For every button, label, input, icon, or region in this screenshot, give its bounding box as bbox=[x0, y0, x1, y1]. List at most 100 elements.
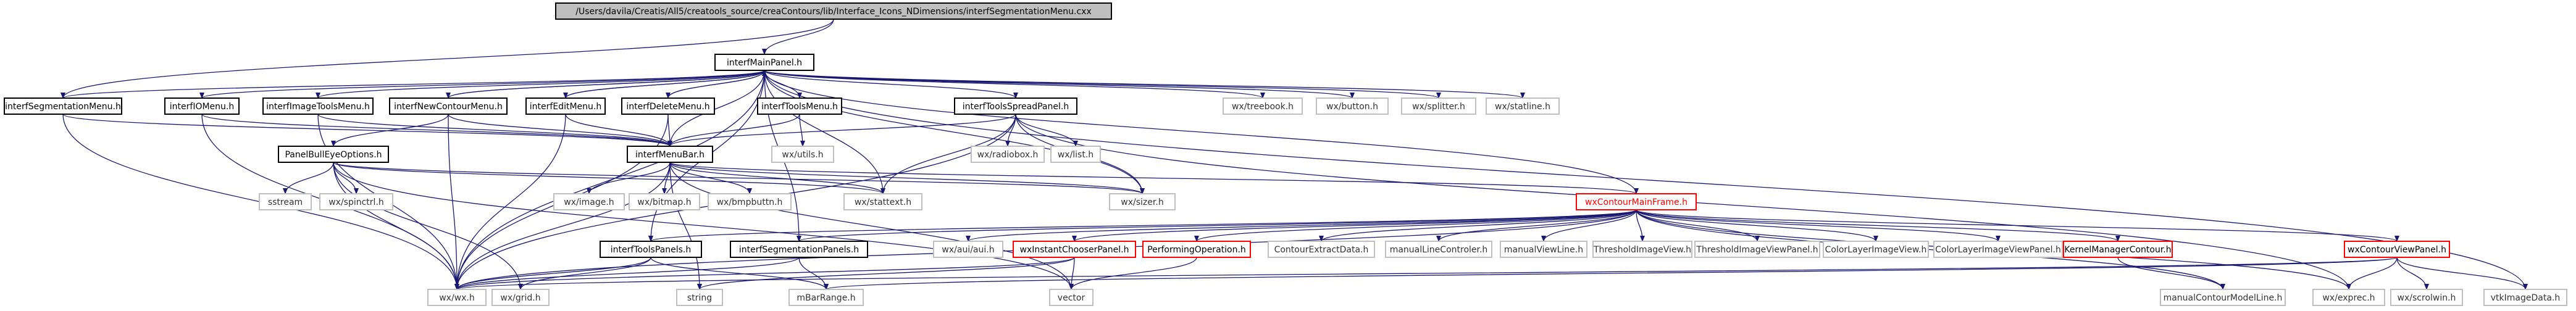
node-root[interactable]: /Users/davila/Creatis/All5/creatools_sou… bbox=[555, 2, 1112, 20]
node-interf-edit-menu[interactable]: interfEditMenu.h bbox=[525, 97, 606, 115]
node-interf-menu-bar[interactable]: interfMenuBar.h bbox=[627, 146, 713, 163]
edge-interf-new-contour-menu-to-interf-menu-bar bbox=[448, 114, 672, 147]
edge-root-to-interf-main-panel bbox=[762, 19, 834, 55]
node-wxsizer: wx/sizer.h bbox=[1109, 193, 1176, 210]
node-wx-contour-view-panel[interactable]: wxContourViewPanel.h bbox=[2344, 241, 2450, 258]
node-interf-segmentation-menu[interactable]: interfSegmentationMenu.h bbox=[4, 97, 122, 115]
node-performing-operation[interactable]: PerformingOperation.h bbox=[1142, 241, 1251, 258]
node-interf-delete-menu[interactable]: interfDeleteMenu.h bbox=[621, 97, 715, 115]
edge-wx-instant-chooser-panel-to-wxwx bbox=[454, 257, 1075, 290]
node-wximage: wx/image.h bbox=[553, 193, 625, 210]
node-box bbox=[788, 289, 864, 306]
node-box bbox=[164, 97, 240, 115]
edge-wx-contour-main-frame-to-wx-instant-chooser-panel bbox=[1072, 209, 1637, 242]
node-interf-tools-menu[interactable]: interfToolsMenu.h bbox=[757, 97, 842, 115]
node-interf-segmentation-panels[interactable]: interfSegmentationPanels.h bbox=[730, 241, 868, 258]
edge-wx-instant-chooser-panel-to-vector bbox=[1069, 257, 1075, 290]
node-wxtreebook: wx/treebook.h bbox=[1223, 97, 1303, 115]
node-label: wx/scrolwin.h bbox=[2398, 293, 2456, 303]
node-interf-tools-panels[interactable]: interfToolsPanels.h bbox=[600, 241, 702, 258]
node-wx-instant-chooser-panel[interactable]: wxInstantChooserPanel.h bbox=[1013, 241, 1136, 258]
edge-interf-edit-menu-to-wxwx bbox=[454, 114, 566, 290]
node-manual-view-line: manualViewLine.h bbox=[1500, 241, 1587, 258]
node-label: interfEditMenu.h bbox=[530, 102, 601, 112]
node-interf-iomenu[interactable]: interfIOMenu.h bbox=[164, 97, 240, 115]
node-box bbox=[730, 241, 868, 258]
node-box bbox=[757, 97, 842, 115]
edge-interf-main-panel-to-interf-segmentation-menu bbox=[61, 70, 765, 99]
edge-interf-tools-panels-to-wxgrid bbox=[518, 257, 651, 290]
edge-wx-contour-main-frame-to-color-layer-image-view-panel bbox=[1636, 209, 2001, 242]
node-box bbox=[714, 54, 814, 71]
node-label: KernelManagerContour.h bbox=[2064, 245, 2171, 255]
node-manual-contour-model-line: manualContourModelLine.h bbox=[2160, 289, 2286, 306]
node-kernel-manager-contour[interactable]: KernelManagerContour.h bbox=[2063, 241, 2173, 258]
node-box bbox=[525, 97, 606, 115]
edge-performing-operation-to-vector bbox=[1069, 257, 1197, 290]
node-wxbutton: wx/button.h bbox=[1316, 97, 1389, 115]
node-wxauiaui: wx/aui/aui.h bbox=[933, 241, 1003, 258]
edge-wx-contour-view-panel-to-vtk-image-data bbox=[2396, 257, 2528, 290]
edge-interf-menu-bar-to-wximage bbox=[587, 162, 671, 194]
node-interf-new-contour-menu[interactable]: interfNewContourMenu.h bbox=[389, 97, 508, 115]
node-wxsplitter: wx/splitter.h bbox=[1401, 97, 1476, 115]
node-box bbox=[676, 289, 723, 306]
edge-panel-bull-eye-options-to-wxsizer bbox=[333, 162, 1145, 194]
node-label: wxInstantChooserPanel.h bbox=[1020, 245, 1129, 255]
node-interf-image-tools-menu[interactable]: interfImageToolsMenu.h bbox=[262, 97, 374, 115]
node-box bbox=[2483, 289, 2567, 306]
node-label: wx/stattext.h bbox=[855, 197, 911, 207]
node-box bbox=[319, 193, 393, 210]
node-wxbmpbuttn: wx/bmpbuttn.h bbox=[708, 193, 792, 210]
node-box bbox=[1223, 97, 1303, 115]
edge-wx-instant-chooser-panel-to-string bbox=[697, 257, 1075, 290]
node-label: wx/treebook.h bbox=[1232, 102, 1294, 112]
edge-wx-contour-main-frame-to-interf-tools-panels bbox=[648, 209, 1637, 242]
node-label: wx/button.h bbox=[1326, 102, 1378, 112]
edge-interf-menu-bar-to-wx-contour-main-frame bbox=[669, 162, 1639, 194]
node-label: vtkImageData.h bbox=[2491, 293, 2560, 303]
node-label: PanelBullEyeOptions.h bbox=[285, 150, 382, 160]
node-label: PerformingOperation.h bbox=[1147, 245, 1246, 255]
node-label: interfDeleteMenu.h bbox=[626, 102, 709, 112]
node-box bbox=[1694, 241, 1820, 258]
node-label: interfSegmentationMenu.h bbox=[5, 102, 121, 112]
node-label: vector bbox=[1058, 293, 1085, 303]
node-box bbox=[1268, 241, 1375, 258]
edge-interf-segmentation-panels-to-wxwx bbox=[454, 257, 800, 290]
node-vector: vector bbox=[1049, 289, 1094, 306]
node-wx-contour-main-frame[interactable]: wxContourMainFrame.h bbox=[1576, 193, 1697, 210]
node-interf-main-panel[interactable]: interfMainPanel.h bbox=[714, 54, 814, 71]
node-box bbox=[1109, 193, 1176, 210]
node-box bbox=[1933, 241, 2063, 258]
node-label: /Users/davila/Creatis/All5/creatools_sou… bbox=[575, 7, 1091, 17]
node-label: ColorLayerImageView.h bbox=[1825, 245, 1927, 255]
node-box bbox=[553, 193, 625, 210]
node-panel-bull-eye-options[interactable]: PanelBullEyeOptions.h bbox=[278, 146, 389, 163]
node-color-layer-image-view-panel: ColorLayerImageViewPanel.h bbox=[1933, 241, 2063, 258]
edge-layer bbox=[61, 19, 2528, 290]
node-interf-tools-spread-panel[interactable]: interfToolsSpreadPanel.h bbox=[954, 97, 1077, 115]
node-label: wx/wx.h bbox=[439, 293, 475, 303]
node-box bbox=[1823, 241, 1929, 258]
node-wxradiobox: wx/radiobox.h bbox=[971, 146, 1045, 163]
node-label: wx/splitter.h bbox=[1412, 102, 1465, 112]
node-wxbitmap: wx/bitmap.h bbox=[629, 193, 700, 210]
node-box bbox=[2390, 289, 2463, 306]
node-box bbox=[262, 97, 374, 115]
node-label: manualLineControler.h bbox=[1390, 245, 1488, 255]
node-box bbox=[843, 193, 922, 210]
edge-interf-delete-menu-to-interf-main-panel bbox=[667, 70, 767, 99]
edge-wx-contour-main-frame-to-color-layer-image-view bbox=[1636, 209, 1878, 242]
node-label: wx/aui/aui.h bbox=[942, 245, 994, 255]
node-box bbox=[2344, 241, 2450, 258]
node-box bbox=[954, 97, 1077, 115]
node-string: string bbox=[676, 289, 723, 306]
node-box bbox=[971, 146, 1045, 163]
edge-panel-bull-eye-options-to-wxgrid bbox=[333, 162, 523, 290]
node-label: ContourExtractData.h bbox=[1274, 245, 1369, 255]
node-box bbox=[2160, 289, 2286, 306]
edge-interf-main-panel-to-interf-iomenu bbox=[199, 70, 765, 99]
node-label: wx/statline.h bbox=[1495, 102, 1550, 112]
